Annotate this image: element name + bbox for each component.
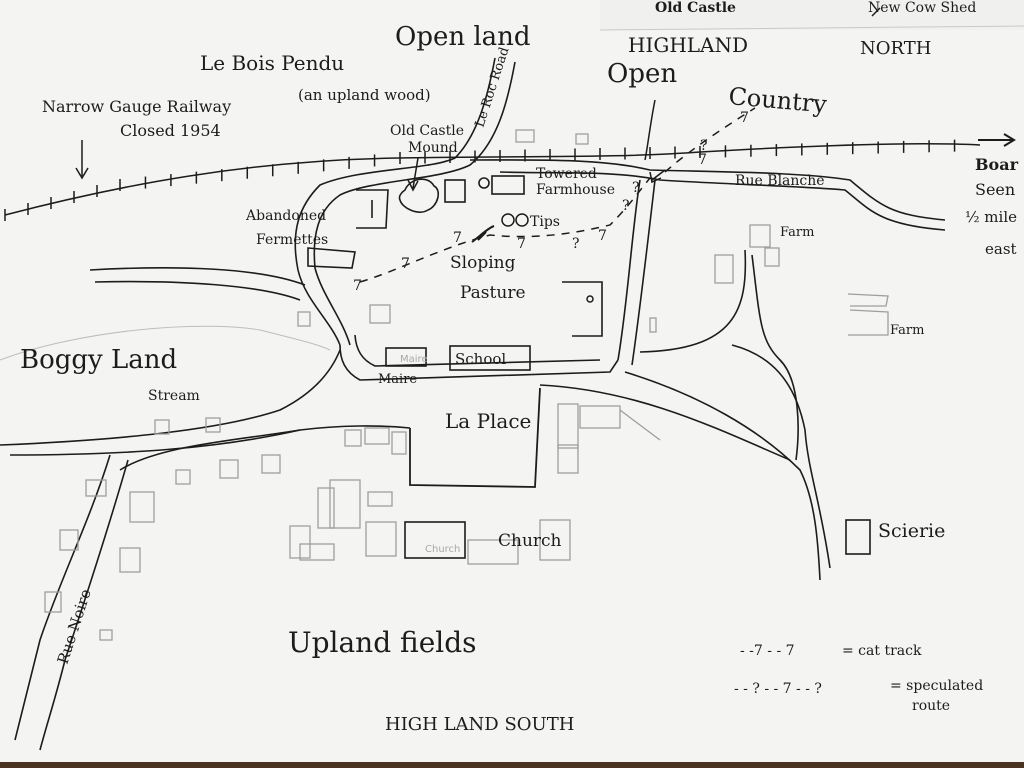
high-land-south-label: HIGH LAND SOUTH [385,714,574,735]
svg-text:7: 7 [698,152,707,168]
castle-mound-label-1: Old Castle [390,123,464,139]
village-roads [89,267,619,381]
legend-cat-symbol: - -7 - - 7 [740,643,795,659]
legend-spec-label-2: route [912,698,950,714]
svg-text:7: 7 [401,256,410,272]
legend-cat-label: = cat track [842,643,922,659]
buildings [307,175,871,559]
railway-label-1: Narrow Gauge Railway [42,97,231,116]
tips-label: Tips [530,214,560,230]
sloping-pasture-label-1: Sloping [450,253,516,273]
svg-text:?: ? [700,138,708,154]
top-page-left-text: Old Castle [655,0,736,16]
boggy-land-label: Boggy Land [20,345,177,375]
tips-icon [501,213,515,227]
svg-text:Church: Church [425,544,460,555]
svg-text:7: 7 [453,230,462,246]
scierie-road [539,249,831,581]
legend-spec-label-1: = speculated [890,678,983,694]
svg-text:Maire: Maire [400,354,428,365]
svg-text:7: 7 [517,236,526,252]
railway-label-2: Closed 1954 [120,121,221,140]
boggy-boundary [0,349,411,456]
rue-blanche-label: Rue Blanche [735,173,825,189]
faint-buildings [44,129,889,641]
svg-text:?: ? [632,180,640,196]
scierie-label: Scierie [878,520,945,542]
svg-text:?: ? [622,198,630,214]
boar-label-2: Seen [975,180,1015,199]
boar-label-3: ½ mile [965,208,1017,226]
abandoned-fermettes-label-1: Abandoned [245,208,326,224]
railway-line [4,139,981,221]
cat-track [359,107,756,283]
school-label: School [455,350,506,368]
svg-text:7: 7 [598,228,607,244]
towered-farmhouse-label-2: Farmhouse [536,182,615,198]
svg-text:?: ? [572,236,580,252]
rue-noire-road [14,429,301,751]
top-page-right-text: New Cow Shed [868,0,976,16]
wood-label: Le Bois Pendu [200,51,344,75]
table-edge [0,762,1024,768]
legend-spec-symbol: - - ? - - 7 - - ? [734,681,822,697]
towered-farmhouse-label-1: Towered [536,166,597,182]
highland-header: HIGHLAND [628,33,748,57]
farm-1-label: Farm [780,225,814,240]
sloping-pasture-label-2: Pasture [460,283,526,303]
la-place-square [409,387,541,488]
legend: - -7 - - 7 = cat track - - ? - - 7 - - ?… [734,643,983,714]
rue-blanche-road [469,159,946,231]
castle-mound-label-2: Mound [408,140,458,156]
la-place-label: La Place [445,409,531,433]
east-village-road [617,179,656,366]
maire-label: Maire [378,372,417,387]
north-header: NORTH [860,38,931,59]
svg-text:7: 7 [740,110,749,126]
church-label: Church [498,531,562,551]
boar-label-4: east [985,240,1017,258]
farm-2-label: Farm [890,323,924,338]
stream-label: Stream [148,388,200,404]
le-roc-road [294,57,516,346]
boar-label-1: Boar [975,155,1019,174]
wood-note: (an upland wood) [298,86,431,104]
abandoned-fermettes-label-2: Fermettes [256,232,328,248]
cat-track-mark-1: 7 [353,278,362,294]
upland-fields-label: Upland fields [288,626,477,659]
underlying-sheet [600,0,1024,30]
open-country-label-1: Open [607,59,677,89]
open-land-label: Open land [395,22,531,52]
castle-mound-icon [398,178,440,213]
